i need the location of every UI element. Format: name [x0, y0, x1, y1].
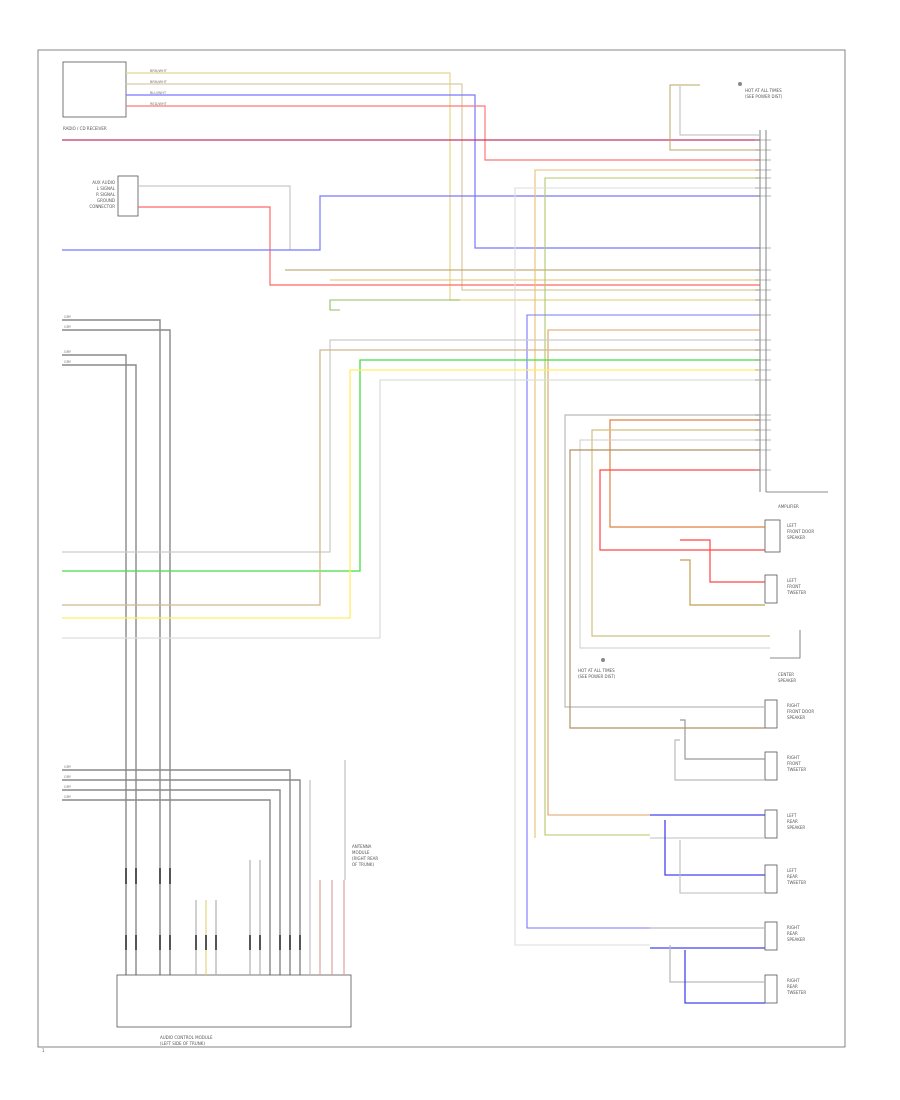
svg-text:REAR: REAR [787, 874, 798, 879]
svg-text:SPEAKER: SPEAKER [787, 937, 805, 942]
svg-text:HOT AT ALL TIMES: HOT AT ALL TIMES [578, 668, 615, 673]
left-rear-speaker-wires [650, 814, 765, 876]
svg-text:LEFT: LEFT [787, 578, 797, 583]
svg-text:REAR: REAR [787, 931, 798, 936]
control-module-sublabel: (LEFT SIDE OF TRUNK) [160, 1041, 205, 1046]
svg-text:BRN/WHT: BRN/WHT [150, 80, 168, 84]
svg-text:L SIGNAL: L SIGNAL [97, 186, 116, 191]
svg-text:CENTER: CENTER [778, 672, 794, 677]
control-module-label: AUDIO CONTROL MODULE [160, 1035, 213, 1040]
sound-module-label: RADIO / CD RECEIVER [63, 126, 107, 131]
left-front-tweeter: LEFT FRONT TWEETER [764, 574, 806, 604]
svg-text:GRY: GRY [64, 795, 72, 799]
right-front-door-speaker: RIGHT FRONT DOOR SPEAKER [764, 699, 814, 729]
svg-text:RIGHT: RIGHT [787, 703, 800, 708]
svg-text:FRONT DOOR: FRONT DOOR [787, 529, 814, 534]
left-front-tweeter-wires [680, 539, 765, 606]
svg-text:RIGHT: RIGHT [787, 978, 800, 983]
right-front-door-wires [564, 414, 765, 729]
left-wire-bundle [62, 319, 301, 975]
main-connector-wires [285, 169, 760, 946]
svg-text:FRONT: FRONT [787, 761, 801, 766]
sound-module-wires [126, 72, 760, 301]
control-module-box [116, 974, 352, 1028]
svg-text:TWEETER: TWEETER [786, 767, 806, 772]
svg-text:(SEE POWER DIST): (SEE POWER DIST) [745, 94, 783, 99]
svg-text:SPEAKER: SPEAKER [787, 535, 805, 540]
svg-text:R SIGNAL: R SIGNAL [96, 192, 116, 197]
svg-text:GRY: GRY [64, 785, 72, 789]
main-connector: AMPLIFIER [759, 130, 828, 509]
svg-text:(SEE POWER DIST): (SEE POWER DIST) [578, 674, 616, 679]
svg-text:SPEAKER: SPEAKER [787, 715, 805, 720]
svg-text:HOT AT ALL TIMES: HOT AT ALL TIMES [745, 88, 782, 93]
svg-text:FRONT: FRONT [787, 584, 801, 589]
svg-text:GRY: GRY [64, 765, 72, 769]
svg-text:GRY: GRY [64, 325, 72, 329]
center-speaker-wire [591, 429, 770, 637]
control-module-pins [125, 868, 301, 950]
left-bundle-labels: GRY GRY GRY GRY GRY GRY GRY GRY [64, 315, 72, 799]
diagram-frame [37, 49, 846, 1048]
svg-text:GRY: GRY [64, 315, 72, 319]
amplifier-label: AMPLIFIER [778, 504, 799, 509]
blue-wire-1 [62, 195, 760, 251]
sound-module-box [62, 61, 127, 118]
left-front-door-wires [599, 419, 765, 551]
page-number: 1 [42, 1048, 45, 1053]
svg-text:FRONT DOOR: FRONT DOOR [787, 709, 814, 714]
top-hot-feed: HOT AT ALL TIMES (SEE POWER DIST) [669, 82, 783, 151]
main-connector-pins [755, 139, 771, 471]
sound-module-wire-labels: BRN/WHT BRN/WHT BLU/WHT RED/WHT [150, 69, 168, 106]
svg-text:TWEETER: TWEETER [786, 990, 806, 995]
left-signal-wires [62, 339, 760, 639]
svg-text:CONNECTOR: CONNECTOR [89, 204, 115, 209]
right-rear-tweeter: RIGHT REAR TWEETER [764, 974, 806, 1004]
svg-text:REAR: REAR [787, 819, 798, 824]
left-front-door-speaker: LEFT FRONT DOOR SPEAKER [764, 519, 814, 553]
svg-text:GRY: GRY [64, 350, 72, 354]
svg-text:LEFT: LEFT [787, 868, 797, 873]
svg-text:RIGHT: RIGHT [787, 755, 800, 760]
right-rear-speaker: RIGHT REAR SPEAKER [764, 921, 805, 951]
center-speaker-wire-2 [579, 439, 770, 649]
left-rear-tweeter-wire [679, 840, 765, 894]
svg-text:GROUND: GROUND [97, 198, 115, 203]
svg-text:BRN/WHT: BRN/WHT [150, 69, 168, 73]
svg-text:LEFT: LEFT [787, 813, 797, 818]
center-speaker: CENTER SPEAKER [770, 630, 801, 683]
svg-text:OF TRUNK): OF TRUNK) [352, 862, 374, 867]
svg-text:GRY: GRY [64, 775, 72, 779]
svg-text:SPEAKER: SPEAKER [778, 678, 796, 683]
svg-text:RIGHT: RIGHT [787, 925, 800, 930]
svg-text:BLU/WHT: BLU/WHT [150, 91, 167, 95]
right-rear-tweeter-wires [669, 945, 765, 1004]
svg-text:MODULE: MODULE [352, 850, 370, 855]
right-rear-speaker-wires [650, 927, 765, 949]
svg-text:AUX AUDIO: AUX AUDIO [92, 180, 115, 185]
svg-text:GRY: GRY [64, 360, 72, 364]
svg-text:(RIGHT REAR: (RIGHT REAR [352, 856, 378, 861]
svg-text:TWEETER: TWEETER [786, 880, 806, 885]
svg-text:RED/WHT: RED/WHT [150, 102, 168, 106]
aux-connector: AUX AUDIO L SIGNAL R SIGNAL GROUND CONNE… [89, 175, 139, 217]
mid-hot-note: HOT AT ALL TIMES (SEE POWER DIST) [578, 658, 616, 679]
svg-text:SPEAKER: SPEAKER [787, 825, 805, 830]
svg-text:LEFT: LEFT [787, 523, 797, 528]
svg-text:ANTENNA: ANTENNA [352, 844, 372, 849]
antenna-note: ANTENNA MODULE (RIGHT REAR OF TRUNK) [352, 844, 378, 867]
aux-wire-2 [138, 206, 760, 286]
svg-text:TWEETER: TWEETER [786, 590, 806, 595]
aux-wire-1 [138, 185, 310, 251]
left-rear-speaker: LEFT REAR SPEAKER [764, 809, 805, 839]
left-rear-tweeter: LEFT REAR TWEETER [764, 864, 806, 894]
right-front-tweeter: RIGHT FRONT TWEETER [764, 751, 806, 781]
svg-text:REAR: REAR [787, 984, 798, 989]
right-front-tweeter-wires [674, 719, 765, 781]
